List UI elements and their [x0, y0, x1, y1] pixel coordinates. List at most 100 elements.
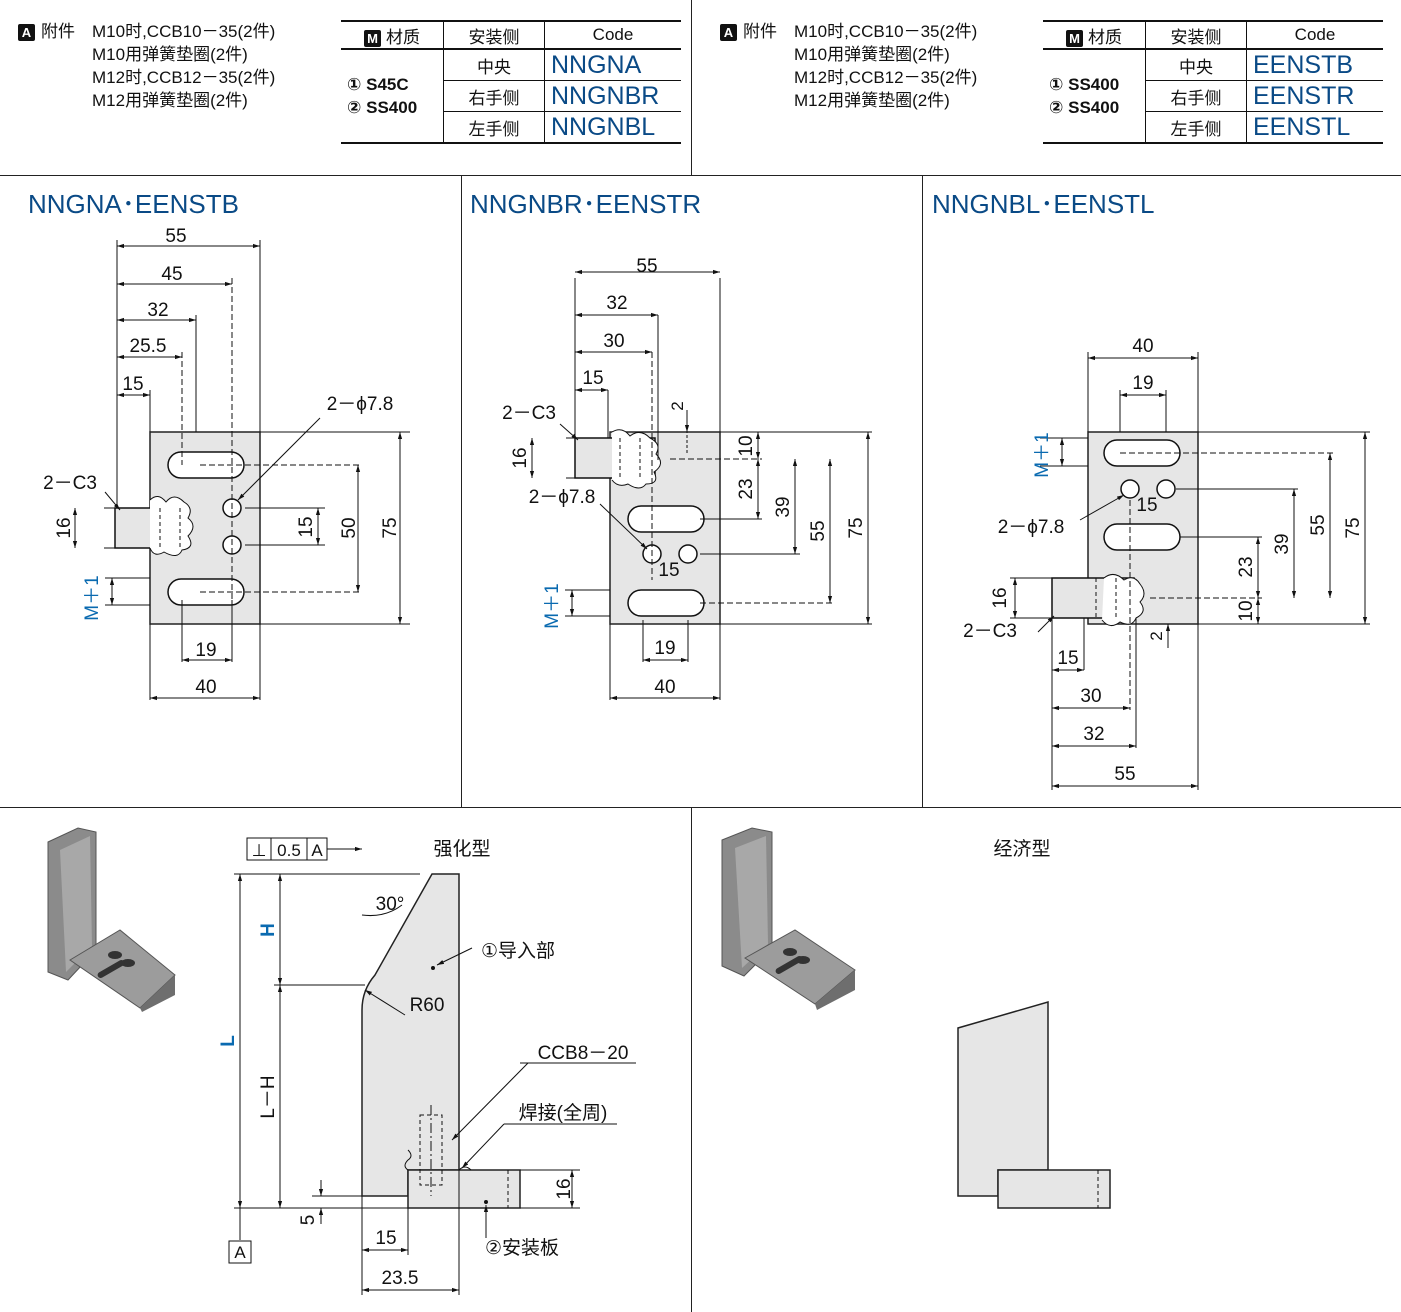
dim-label: 19 — [1132, 373, 1153, 394]
reinforced-panel — [0, 807, 692, 1312]
dim-label: 40 — [1132, 336, 1153, 357]
part2-label: ②安装板 — [485, 1237, 559, 1259]
left-view-drawing — [1010, 352, 1370, 790]
perpendicularity-symbol: ⊥ — [252, 841, 267, 860]
dim-label: 40 — [654, 677, 675, 698]
dim-label: 2 — [668, 401, 687, 410]
material-cell: ① S45C ② SS400 — [341, 49, 444, 144]
economy-photo — [721, 827, 856, 1010]
left-view-labels: 40 19 2－ϕ7.8 15 2－C3 2 15 30 32 55 16 10… — [963, 336, 1364, 785]
code-cell: EENSTB — [1246, 49, 1383, 81]
dim-label: 2－ϕ7.8 — [998, 517, 1065, 538]
accessory-tag: A — [720, 24, 737, 42]
dim-label: 75 — [380, 517, 401, 538]
accessory-line: M10用弹簧垫圈(2件) — [92, 45, 248, 64]
dim-label: M＋1 — [542, 583, 563, 628]
view-title-right: NNGNBR･EENSTR — [470, 189, 702, 219]
dim-label: 50 — [339, 517, 360, 538]
right-view-drawing — [529, 269, 872, 701]
code-cell: NNGNBR — [544, 80, 681, 112]
side-cell: 中央 — [443, 49, 545, 81]
economy-drawing — [957, 1001, 1111, 1209]
dim-label: 32 — [1083, 724, 1104, 745]
right-view-labels: 55 32 30 15 2 2－C3 2－ϕ7.8 15 19 40 16 10… — [502, 256, 867, 698]
view-title-left: NNGNBL･EENSTL — [932, 189, 1155, 219]
dim-label: L — [218, 1035, 239, 1047]
reinforced-photo — [47, 827, 176, 1012]
side-header: 安装侧 — [443, 20, 545, 50]
part1-label: ①导入部 — [481, 940, 555, 962]
dim-label: 2－C3 — [43, 473, 97, 494]
dim-label: 39 — [773, 496, 794, 517]
dim-label: L－H — [258, 1075, 279, 1118]
dim-label: 19 — [654, 638, 675, 659]
accessory-line: M10时,CCB10－35(2件) — [794, 22, 978, 41]
side-header: 安装侧 — [1145, 20, 1247, 50]
accessory-line: M12时,CCB12－35(2件) — [92, 68, 276, 87]
accessory-block: A 附件 — [720, 20, 777, 43]
dim-label: 39 — [1272, 533, 1293, 554]
dim-label: 23 — [1236, 556, 1257, 577]
dim-label: 32 — [606, 293, 627, 314]
bolt-label: CCB8－20 — [538, 1043, 629, 1064]
code-header: Code — [1246, 20, 1383, 50]
reinforced-drawing — [228, 837, 636, 1295]
dim-label: 25.5 — [130, 336, 167, 357]
dim-label: 16 — [54, 517, 75, 538]
dim-label: 55 — [636, 256, 657, 277]
dim-label: 2－ϕ7.8 — [327, 394, 394, 415]
datum-label: A — [234, 1243, 246, 1262]
accessory-tag: A — [18, 24, 35, 42]
dim-label: 16 — [554, 1178, 575, 1199]
dim-label: 19 — [195, 640, 216, 661]
dim-label: M＋1 — [82, 575, 103, 620]
accessory-line: M10用弹簧垫圈(2件) — [794, 45, 950, 64]
economy-panel — [691, 807, 1401, 1312]
dim-label: H — [258, 923, 279, 937]
dim-label: 10 — [1236, 600, 1257, 621]
dim-label: 30 — [603, 331, 624, 352]
dim-label: 5 — [298, 1215, 319, 1226]
dim-label: 23.5 — [382, 1268, 419, 1289]
code-header: Code — [544, 20, 681, 50]
reinforced-labels: 强化型 ⊥ 0.5 A 30° R60 ①导入部 CCB8－20 焊接(全周) … — [218, 838, 628, 1289]
dim-label: 55 — [1308, 514, 1329, 535]
accessory-label: 附件 — [41, 22, 75, 41]
view-title-center: NNGNA･EENSTB — [28, 189, 239, 219]
dim-label: 75 — [846, 517, 867, 538]
dim-label: 10 — [736, 435, 757, 456]
center-view-labels: 55 45 32 25.5 15 2－ϕ7.8 2－C3 19 40 16 15… — [43, 226, 401, 698]
side-cell: 左手侧 — [1145, 111, 1247, 144]
code-cell: EENSTR — [1246, 80, 1383, 112]
accessory-lines: M10时,CCB10－35(2件) M10用弹簧垫圈(2件) M12时,CCB1… — [794, 20, 977, 112]
dim-label: 15 — [375, 1228, 396, 1249]
dim-label: 2－C3 — [963, 621, 1017, 642]
accessory-line: M12用弹簧垫圈(2件) — [794, 91, 950, 110]
code-cell: NNGNA — [544, 49, 681, 81]
spec-panel-economy: A 附件 M10时,CCB10－35(2件) M10用弹簧垫圈(2件) M12时,… — [691, 0, 1401, 176]
economy-title: 经济型 — [993, 838, 1050, 860]
dim-label: 55 — [808, 520, 829, 541]
dim-label: 2 — [1147, 631, 1166, 640]
dim-label: 23 — [736, 478, 757, 499]
material-tag: M — [1066, 29, 1083, 47]
reinforced-title: 强化型 — [433, 838, 490, 860]
dim-label: 16 — [510, 447, 531, 468]
material-cell: ① SS400 ② SS400 — [1043, 49, 1146, 144]
code-cell: NNGNBL — [544, 111, 681, 144]
dim-label: 45 — [161, 264, 182, 285]
accessory-line: M12时,CCB12－35(2件) — [794, 68, 978, 87]
center-view-drawing — [72, 240, 410, 701]
accessory-label: 附件 — [743, 22, 777, 41]
dim-label: 30 — [1080, 686, 1101, 707]
dim-label: 16 — [990, 587, 1011, 608]
dim-label: 15 — [1136, 495, 1157, 516]
code-cell: EENSTL — [1246, 111, 1383, 144]
dim-label: 15 — [122, 374, 143, 395]
dim-label: 15 — [296, 516, 317, 537]
angle-label: 30° — [376, 894, 405, 915]
dim-label: 40 — [195, 677, 216, 698]
